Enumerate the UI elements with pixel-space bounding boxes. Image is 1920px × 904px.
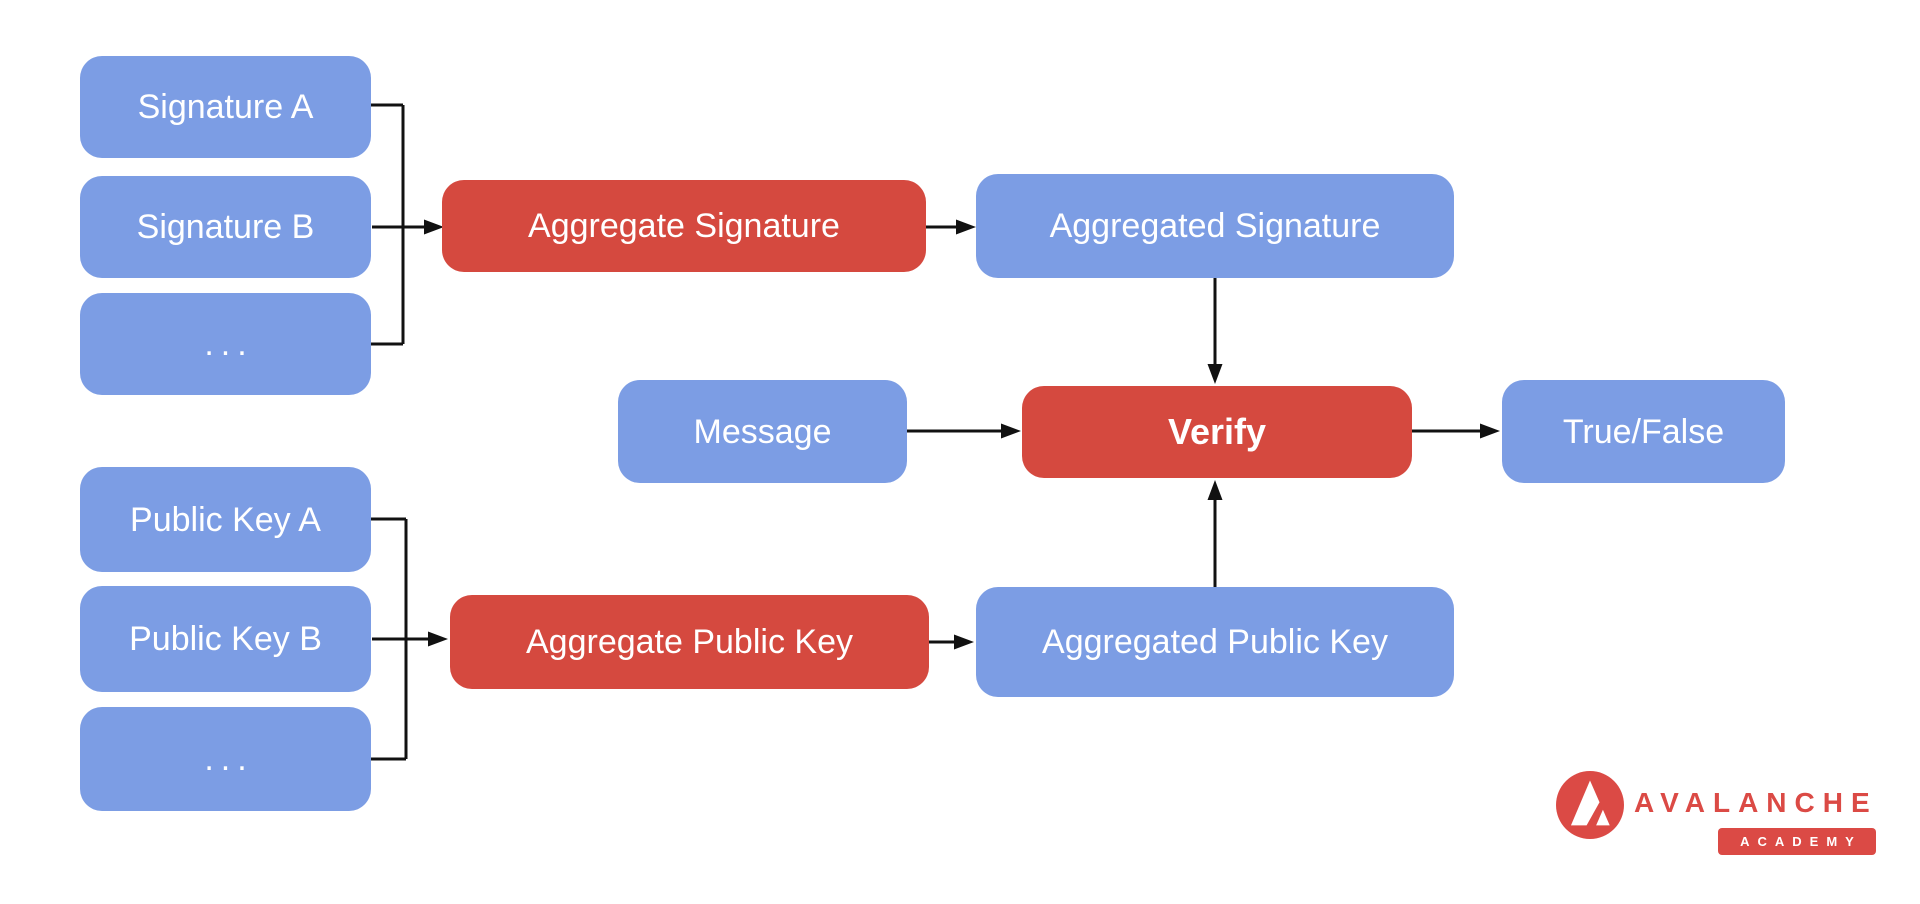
node-aggregate-signature: Aggregate Signature [442, 180, 926, 272]
node-aggregated-signature: Aggregated Signature [976, 174, 1454, 278]
node-true-false: True/False [1502, 380, 1785, 483]
node-public-key-a-label: Public Key A [130, 500, 321, 539]
academy-badge-label: ACADEMY [1740, 834, 1862, 849]
node-public-key-b: Public Key B [80, 586, 371, 692]
node-public-key-ellipsis: ... [80, 707, 371, 811]
verify-to-result-arrowhead [1480, 423, 1500, 439]
node-signature-b: Signature B [80, 176, 371, 278]
aggregatedpk-to-verify-arrowhead [1207, 480, 1223, 500]
node-message-label: Message [693, 412, 832, 451]
node-signature-ellipsis-label: ... [204, 325, 254, 363]
signatures-arrowhead [424, 219, 444, 235]
node-public-key-ellipsis-label: ... [204, 740, 254, 778]
node-signature-ellipsis: ... [80, 293, 371, 395]
aggpk-to-aggregatedpk-arrowhead [954, 634, 974, 650]
node-message: Message [618, 380, 907, 483]
avalanche-academy-logo: AVALANCHE ACADEMY [1556, 770, 1890, 862]
node-aggregated-public-key-label: Aggregated Public Key [1042, 623, 1388, 661]
node-verify-label: Verify [1167, 411, 1267, 452]
node-aggregate-public-key-label: Aggregate Public Key [526, 623, 853, 661]
publickeys-arrowhead [428, 631, 448, 647]
signatures-bus [371, 103, 405, 346]
node-signature-a: Signature A [80, 56, 371, 158]
node-verify: Verify [1022, 386, 1412, 478]
node-public-key-a: Public Key A [80, 467, 371, 572]
academy-badge: ACADEMY [1718, 828, 1876, 855]
avalanche-wordmark: AVALANCHE [1634, 787, 1878, 818]
node-aggregated-signature-label: Aggregated Signature [1049, 207, 1381, 245]
aggsig-to-aggregatedsig-arrowhead [956, 219, 976, 235]
publickeys-bus [371, 517, 408, 761]
avalanche-logo-icon [1556, 771, 1624, 839]
node-signature-a-label: Signature A [137, 88, 314, 126]
aggregatedsig-to-verify-arrowhead [1207, 364, 1223, 384]
node-aggregate-public-key: Aggregate Public Key [450, 595, 929, 689]
node-public-key-b-label: Public Key B [129, 620, 322, 658]
message-to-verify-arrowhead [1001, 423, 1021, 439]
node-aggregate-signature-label: Aggregate Signature [528, 207, 840, 245]
node-aggregated-public-key: Aggregated Public Key [976, 587, 1454, 697]
node-true-false-label: True/False [1562, 412, 1725, 451]
node-signature-b-label: Signature B [136, 208, 315, 246]
